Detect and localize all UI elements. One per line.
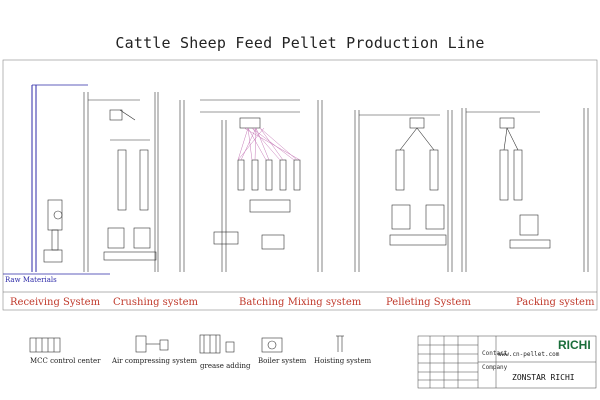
legend-label-hoisting: Hoisting system: [314, 357, 372, 365]
legend-label-boiler: Boiler system: [258, 357, 307, 365]
legend-grease-icon: [199, 334, 235, 354]
richi-logo: RICHI: [558, 338, 591, 352]
batching-feed-lines: [237, 127, 301, 161]
legend-label-mcc: MCC control center: [30, 357, 101, 365]
legend-boiler-icon: [261, 337, 283, 353]
crushing-system-drawing: [83, 92, 159, 272]
legend-hoisting-icon: [336, 335, 344, 352]
legend-label-grease: grease adding: [200, 362, 251, 370]
system-label-receiving: Receiving System: [10, 297, 101, 308]
title-block: [417, 335, 597, 389]
pelleting-system-drawing: [354, 110, 453, 272]
title-block-contact-label: Contact: [482, 350, 508, 357]
system-label-packing: Packing system: [516, 297, 595, 308]
system-label-batching-mixing: Batching Mixing system: [239, 297, 362, 308]
legend-mcc-icon: [29, 337, 61, 353]
process-frame: [2, 59, 598, 311]
title-block-company-label: Company: [482, 364, 508, 371]
batching-mixing-drawing: [179, 99, 323, 272]
diagram-title: Cattle Sheep Feed Pellet Production Line: [115, 34, 485, 52]
receiving-system-drawing: [31, 84, 88, 272]
title-block-company-name: ZONSTAR RICHI: [512, 373, 575, 382]
legend-air-compressor-icon: [135, 335, 169, 353]
title-block-website: www.cn-pellet.com: [498, 351, 560, 358]
raw-materials-label: Raw Materials: [5, 276, 57, 284]
packing-system-drawing: [461, 108, 589, 272]
system-label-pelleting: Pelleting System: [386, 297, 471, 308]
legend-label-air-compressing: Air compressing system: [112, 357, 197, 365]
system-label-crushing: Crushing system: [113, 297, 198, 308]
